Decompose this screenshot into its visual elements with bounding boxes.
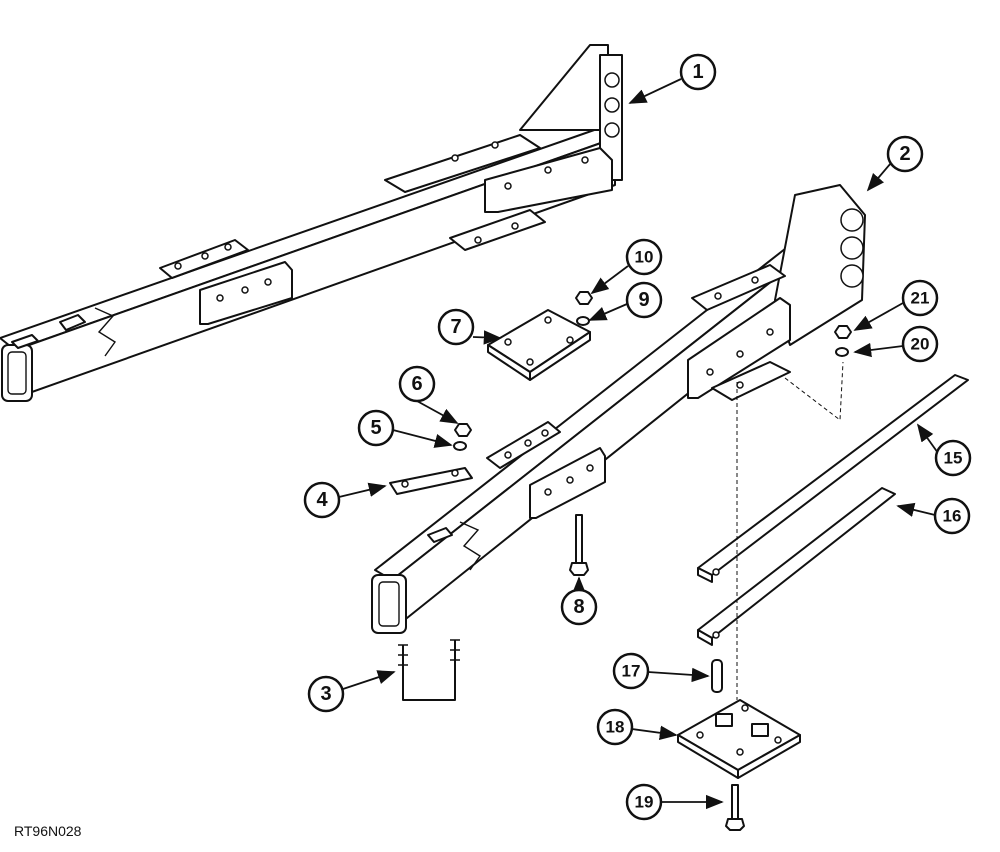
part-21-nut <box>834 325 852 339</box>
svg-text:4: 4 <box>316 489 328 511</box>
part-6-nut <box>454 423 472 437</box>
part-17-pin <box>711 659 723 693</box>
svg-text:7: 7 <box>450 316 461 338</box>
callout-3: 3 <box>307 675 345 713</box>
svg-text:17: 17 <box>622 662 641 681</box>
upper-frame-beam <box>0 127 616 402</box>
upper-mounting-bracket <box>519 44 623 181</box>
part-5-washer <box>453 441 467 451</box>
lower-frame-beam <box>371 244 806 634</box>
leader-lines <box>338 78 939 810</box>
svg-text:20: 20 <box>911 335 930 354</box>
svg-text:3: 3 <box>320 683 331 705</box>
part-9-washer <box>576 316 590 326</box>
part-8-bolt <box>569 514 589 576</box>
part-10-nut <box>575 291 593 305</box>
callout-6: 6 <box>398 365 436 403</box>
callout-17: 17 <box>612 652 650 690</box>
svg-text:1: 1 <box>692 61 703 83</box>
part-19-bolt <box>725 784 745 831</box>
svg-text:15: 15 <box>944 449 963 468</box>
upper-plates <box>159 134 613 325</box>
part-7-plate <box>487 309 591 381</box>
svg-text:9: 9 <box>638 289 649 311</box>
svg-text:5: 5 <box>370 417 381 439</box>
callout-19: 19 <box>625 783 663 821</box>
callout-2: 2 <box>886 135 924 173</box>
callout-16: 16 <box>933 497 971 535</box>
callout-7: 7 <box>437 308 475 346</box>
callout-5: 5 <box>357 409 395 447</box>
callout-1: 1 <box>679 53 717 91</box>
part-15-bar <box>697 374 969 583</box>
callout-4: 4 <box>303 481 341 519</box>
figure-code: RT96N028 <box>14 823 82 839</box>
callout-15: 15 <box>934 439 972 477</box>
lower-plates <box>486 264 791 519</box>
svg-text:16: 16 <box>943 507 962 526</box>
svg-text:10: 10 <box>635 248 654 267</box>
svg-text:19: 19 <box>635 793 654 812</box>
assembly-dashed-line-corner <box>784 361 844 421</box>
part-18-base-plate <box>677 699 801 779</box>
lower-mounting-bracket <box>774 184 866 346</box>
part-16-bar <box>697 487 896 646</box>
callout-21: 21 <box>901 279 939 317</box>
svg-text:8: 8 <box>573 596 584 618</box>
svg-text:18: 18 <box>606 718 625 737</box>
svg-text:2: 2 <box>899 143 910 165</box>
part-4-strap <box>389 467 473 495</box>
part-20-washer <box>835 347 849 357</box>
svg-text:21: 21 <box>911 289 930 308</box>
callout-18: 18 <box>596 708 634 746</box>
callout-8: 8 <box>560 588 598 626</box>
callout-10: 10 <box>625 238 663 276</box>
callout-20: 20 <box>901 325 939 363</box>
part-3-u-bolt <box>398 639 460 701</box>
callout-9: 9 <box>625 281 663 319</box>
svg-text:6: 6 <box>411 373 422 395</box>
